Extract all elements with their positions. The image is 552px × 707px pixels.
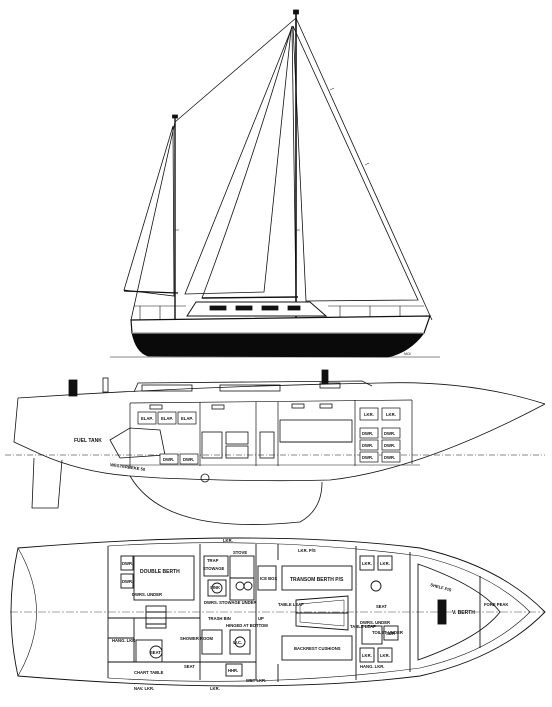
label-fore-peak: FORE PEAK — [484, 602, 508, 607]
label-transom-berth: TRANSOM BERTH P/S — [290, 577, 344, 583]
label-hang-lkr-fwd: HANG. LKR. — [360, 664, 384, 669]
hull-topsides — [130, 315, 431, 334]
label-nav-lkr: NAV. LKR. — [134, 686, 154, 691]
inboard-drawer-1: DWR. — [163, 457, 174, 462]
label-stove: STOVE — [233, 550, 247, 555]
inboard-hull — [13, 397, 546, 482]
inboard-sheer — [17, 382, 546, 405]
label-seat-aft: SEAT — [150, 650, 161, 655]
label-toilet-under: TOILET UNDER — [372, 630, 403, 635]
inboard-elap-3: ELAP. — [181, 416, 193, 421]
label-chart-table: CHART TABLE — [134, 670, 164, 675]
label-dwrs-stowage-under: DWRS. STOWAGE UNDER — [204, 600, 257, 605]
label-sink: SINK — [210, 585, 220, 590]
inboard-locker-1: LKR. — [364, 412, 374, 417]
label-dwr-2: DWR. — [122, 579, 133, 584]
label-dwr-1: DWR. — [122, 561, 133, 566]
aft-seat-stool — [149, 645, 163, 659]
inboard-drawer-4: DWR. — [384, 431, 395, 436]
mizzen-boom — [123, 290, 179, 294]
label-lkr-bottom: LKR. — [210, 686, 220, 691]
fuel-tank-label: FUEL TANK — [74, 438, 102, 444]
label-backrest-cushions: BACKREST CUSHIONS — [294, 646, 341, 651]
label-dwrs-under-aft: DWRS. UNDER — [132, 592, 162, 597]
label-lkr-fwd-1: LKR. — [362, 561, 372, 566]
jib-sail — [292, 25, 419, 302]
plan-hull-outline — [10, 537, 546, 687]
engine-label: WESTERBEKE 50 — [110, 462, 146, 472]
label-trash-bin: TRASH BIN — [208, 616, 231, 621]
label-trap: TRAP — [207, 558, 219, 563]
accommodation-plan — [10, 537, 546, 687]
label-wc: W.C. — [233, 640, 242, 645]
inboard-drawer-2: DWR. — [183, 457, 194, 462]
drafter-initials: MOL — [404, 352, 411, 356]
label-seat-fwd: SEAT — [376, 604, 387, 609]
mizzen-staysail — [184, 29, 292, 295]
label-hinged-at-bottom: HINGED AT BOTTOM — [226, 623, 268, 628]
inboard-drawer-6: DWR. — [362, 455, 373, 460]
sail-plan — [123, 9, 433, 358]
main-boom — [201, 296, 299, 299]
label-seat-nav: SEAT — [184, 664, 195, 669]
label-shower-room: SHOWER ROOM — [180, 636, 214, 641]
main-sail — [201, 25, 297, 299]
label-lkr-fwd-3: LKR. — [362, 653, 372, 658]
keel — [129, 475, 323, 525]
mizzen-sail — [123, 125, 175, 297]
inboard-drawer-5: DWR. — [362, 443, 373, 448]
label-stowage: STOWAGE — [203, 566, 225, 571]
label-table-leaf-1: TABLE LEAF — [278, 602, 304, 607]
inboard-elap-1: ELAP. — [141, 416, 153, 421]
label-shelf-ps: SHELF P/S — [430, 582, 452, 592]
label-dwrs-under-fwd: DWRS. UNDER — [360, 620, 390, 625]
cabin-top — [186, 301, 328, 317]
label-table-leaf-2: TABLE LEAF — [350, 624, 376, 629]
inboard-drawer-7: DWR. — [384, 443, 395, 448]
accommodation-labels: LKR. LKR. P/S DWR. DWR. DOUBLE BERTH DWR… — [112, 538, 508, 691]
label-sup: SUP. — [386, 631, 395, 636]
rudder — [31, 457, 63, 509]
label-ice-box: ICE BOX — [260, 576, 277, 581]
forestay — [295, 17, 433, 321]
label-hh: HHR. — [228, 668, 238, 673]
triatic-stay — [174, 17, 297, 123]
hull-bottom-paint — [131, 332, 425, 358]
label-lkr-fwd-2: LKR. — [380, 561, 390, 566]
inboard-elap-2: ELAP. — [161, 416, 173, 421]
inboard-profile — [5, 369, 546, 525]
label-lkr-fwd-4: LKR. — [380, 653, 390, 658]
label-double-berth: DOUBLE BERTH — [140, 569, 180, 575]
inboard-drawer-3: DWR. — [362, 431, 373, 436]
label-hang-lkr-aft: HANG. LKR. — [112, 638, 136, 643]
label-lkr-top: LKR. — [223, 538, 233, 543]
label-up: UP — [258, 616, 264, 621]
label-v-berth: V. BERTH — [452, 610, 475, 616]
mizzen-backstay — [130, 121, 176, 321]
inboard-locker-2: LKR. — [386, 412, 396, 417]
inboard-cabinets — [137, 407, 401, 465]
label-wet-lkr: WET LKR. — [246, 678, 266, 683]
label-lkr-ps: LKR. P/S — [298, 548, 316, 553]
inboard-drawer-8: DWR. — [384, 455, 395, 460]
